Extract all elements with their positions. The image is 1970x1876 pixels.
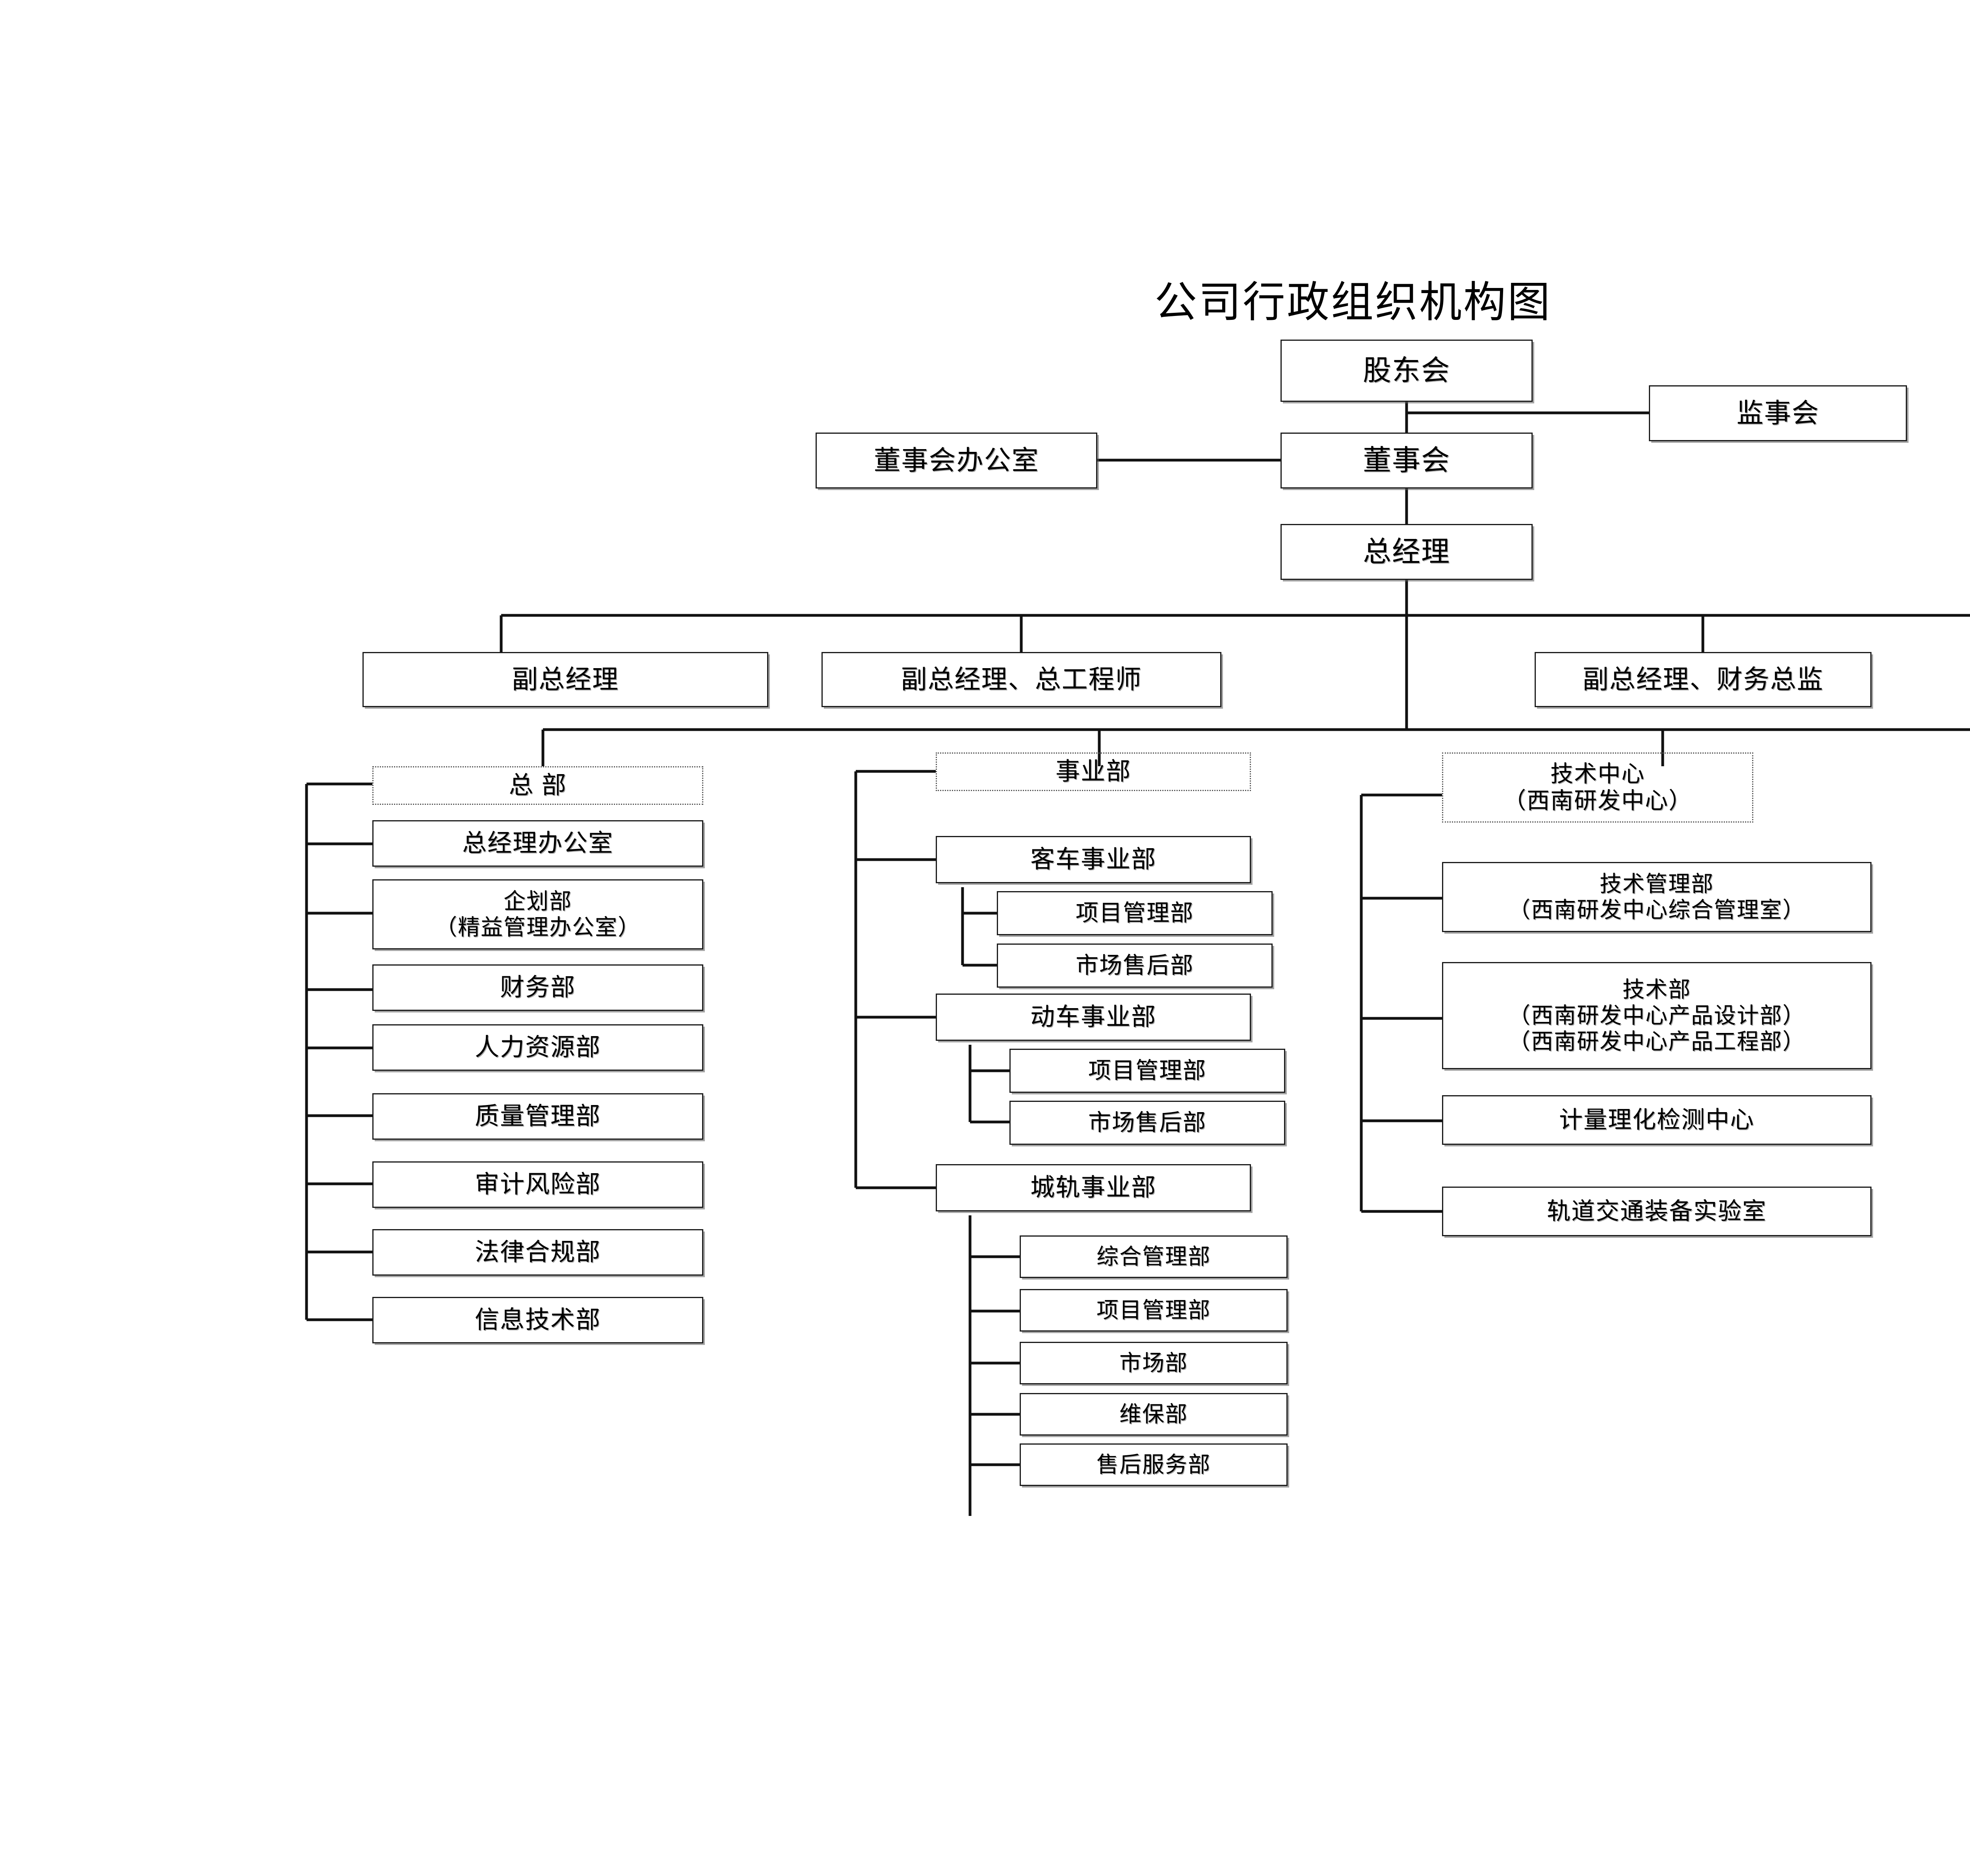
node-label: 市场售后部	[1088, 1109, 1206, 1135]
node-label: 股东会	[1362, 355, 1450, 386]
node-emu-project-mgmt[interactable]: 项目管理部	[1009, 1049, 1285, 1093]
node-label: 计量理化检测中心	[1559, 1106, 1754, 1133]
node-label: 董事会办公室	[873, 445, 1039, 476]
node-label: 监事会	[1736, 398, 1819, 428]
node-label: 项目管理部	[1075, 900, 1194, 926]
node-label: 项目管理部	[1088, 1057, 1206, 1083]
group-header-label: 事业部	[1055, 758, 1131, 786]
node-deputy-gm-chief-engineer[interactable]: 副总经理、总工程师	[821, 652, 1221, 707]
node-label: 技术管理部 （西南研发中心综合管理室）	[1508, 871, 1805, 922]
node-label: 董事会	[1362, 444, 1450, 476]
node-urban-general-mgmt[interactable]: 综合管理部	[1020, 1235, 1288, 1278]
node-rail-transit-lab[interactable]: 轨道交通装备实验室	[1442, 1187, 1872, 1236]
node-hq-hr-dept[interactable]: 人力资源部	[372, 1024, 703, 1071]
group-header-label: 总 部	[509, 772, 567, 799]
node-urban-rail-division[interactable]: 城轨事业部	[936, 1164, 1251, 1211]
group-header-headquarters: 总 部	[372, 766, 703, 805]
node-emu-division[interactable]: 动车事业部	[936, 994, 1251, 1041]
node-label: 信息技术部	[474, 1306, 601, 1334]
node-label: 法律合规部	[474, 1239, 601, 1266]
node-label: 维保部	[1119, 1401, 1188, 1427]
node-label: 总经理办公室	[462, 830, 613, 857]
group-header-business-divisions: 事业部	[936, 752, 1251, 791]
node-deputy-gm[interactable]: 副总经理	[362, 652, 768, 707]
node-supervisory-board[interactable]: 监事会	[1649, 385, 1907, 441]
node-metrology-testing-center[interactable]: 计量理化检测中心	[1442, 1095, 1872, 1145]
node-label: 副总经理	[512, 665, 619, 694]
node-hq-it-dept[interactable]: 信息技术部	[372, 1297, 703, 1343]
node-urban-market[interactable]: 市场部	[1020, 1342, 1288, 1384]
node-general-manager[interactable]: 总经理	[1280, 524, 1533, 580]
node-hq-planning-dept[interactable]: 企划部 （精益管理办公室）	[372, 879, 703, 949]
node-deputy-gm-cfo[interactable]: 副总经理、财务总监	[1535, 652, 1872, 707]
node-coach-division[interactable]: 客车事业部	[936, 836, 1251, 883]
group-header-technology-center: 技术中心 （西南研发中心）	[1442, 752, 1753, 823]
page-title: 公司行政组织机构图	[1154, 278, 1552, 326]
node-label: 项目管理部	[1097, 1297, 1211, 1322]
node-label: 人力资源部	[474, 1034, 601, 1061]
node-label: 综合管理部	[1097, 1244, 1211, 1269]
node-label: 市场部	[1119, 1350, 1188, 1375]
node-shareholders-meeting[interactable]: 股东会	[1280, 340, 1533, 402]
node-urban-aftersales-service[interactable]: 售后服务部	[1020, 1443, 1288, 1486]
node-label: 财务部	[500, 974, 576, 1001]
node-label: 市场售后部	[1075, 952, 1194, 978]
node-urban-maintenance[interactable]: 维保部	[1020, 1393, 1288, 1436]
node-label: 城轨事业部	[1030, 1174, 1156, 1202]
node-board-of-directors[interactable]: 董事会	[1280, 433, 1533, 489]
node-label: 企划部 （精益管理办公室）	[435, 888, 641, 940]
node-coach-market-aftersales[interactable]: 市场售后部	[997, 944, 1273, 988]
node-label: 动车事业部	[1030, 1003, 1156, 1031]
node-urban-project-mgmt[interactable]: 项目管理部	[1020, 1289, 1288, 1332]
node-label: 轨道交通装备实验室	[1547, 1198, 1767, 1224]
node-label: 客车事业部	[1030, 846, 1156, 873]
node-label: 副总经理、财务总监	[1582, 665, 1824, 694]
node-hq-legal-dept[interactable]: 法律合规部	[372, 1229, 703, 1276]
node-emu-market-aftersales[interactable]: 市场售后部	[1009, 1101, 1285, 1145]
node-tech-mgmt-dept[interactable]: 技术管理部 （西南研发中心综合管理室）	[1442, 862, 1872, 932]
group-header-label: 技术中心 （西南研发中心）	[1503, 761, 1692, 814]
node-label: 技术部 （西南研发中心产品设计部） （西南研发中心产品工程部）	[1508, 977, 1805, 1054]
node-hq-audit-risk-dept[interactable]: 审计风险部	[372, 1161, 703, 1208]
node-board-office[interactable]: 董事会办公室	[816, 433, 1097, 489]
node-hq-finance-dept[interactable]: 财务部	[372, 964, 703, 1011]
node-label: 审计风险部	[474, 1171, 601, 1198]
node-label: 副总经理、总工程师	[901, 665, 1142, 694]
node-label: 售后服务部	[1097, 1452, 1211, 1477]
node-hq-quality-dept[interactable]: 质量管理部	[372, 1093, 703, 1140]
node-coach-project-mgmt[interactable]: 项目管理部	[997, 891, 1273, 935]
node-tech-dept[interactable]: 技术部 （西南研发中心产品设计部） （西南研发中心产品工程部）	[1442, 962, 1872, 1069]
node-label: 质量管理部	[474, 1103, 601, 1130]
node-label: 总经理	[1362, 536, 1450, 568]
node-hq-gm-office[interactable]: 总经理办公室	[372, 820, 703, 867]
